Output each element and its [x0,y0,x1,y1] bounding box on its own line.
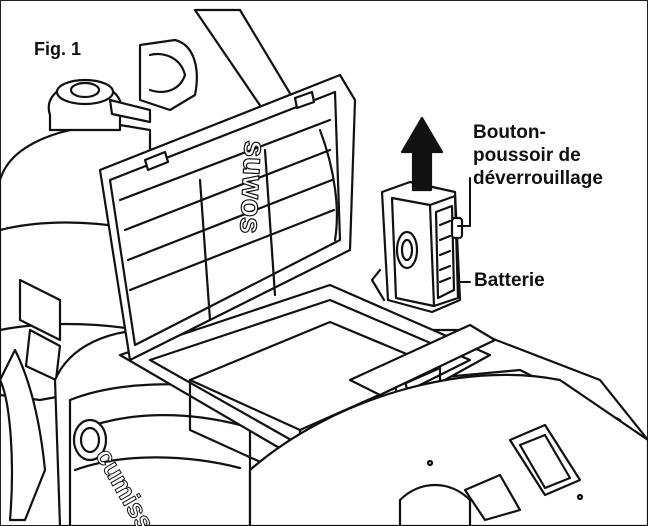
leader-line-button [457,177,471,227]
control-panel [248,373,648,526]
battery-callout: Batterie [474,270,545,291]
lid-brand-text: suwos [233,140,271,235]
callout-line: déverrouillage [473,168,603,189]
compartment-lid [98,73,357,362]
callout-line: Bouton- [473,122,546,143]
battery-compartment [118,283,497,482]
figure-label: Fig. 1 [34,39,82,59]
up-arrow-icon [400,116,444,192]
release-button [450,216,464,240]
battery-pack [370,180,462,314]
release-button-callout: Bouton- poussoir de déverrouillage [473,121,603,190]
callout-line: poussoir de [473,145,581,166]
